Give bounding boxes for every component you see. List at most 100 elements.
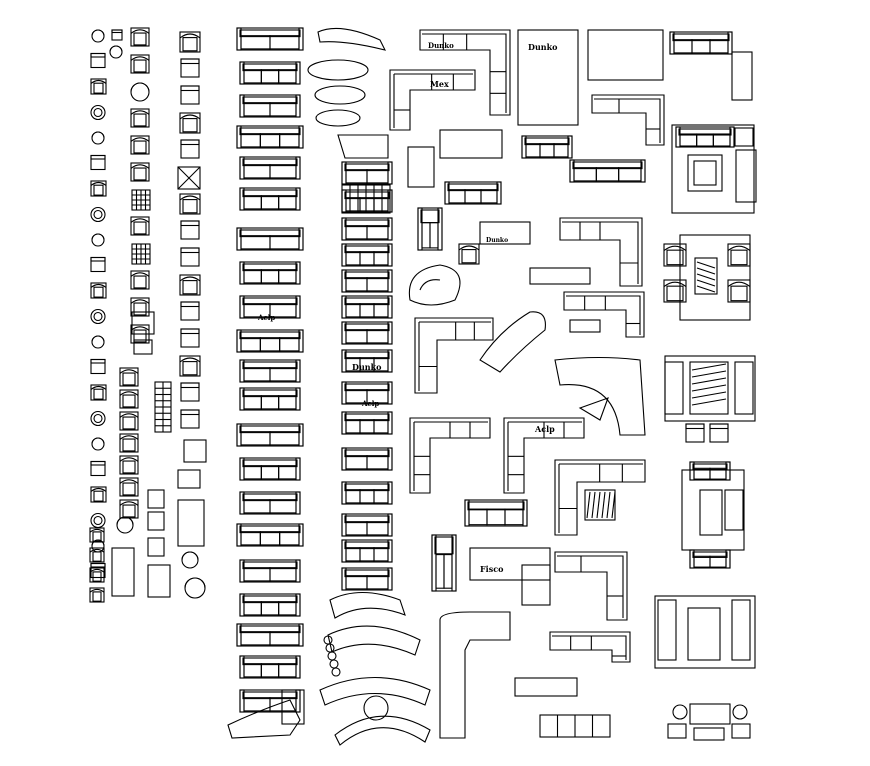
hatch — [691, 370, 727, 378]
sofa-cushion — [240, 337, 261, 352]
block-label: Aclp — [534, 424, 555, 434]
sofa-back — [447, 183, 499, 192]
sofa-cushion — [709, 555, 727, 568]
l-sectional-back — [566, 295, 641, 335]
sofa-block — [341, 513, 393, 537]
sofa-outline — [239, 655, 301, 679]
hatch — [696, 267, 716, 275]
armchair-seat — [666, 249, 684, 266]
chair-block — [685, 423, 705, 443]
armchair-back — [130, 29, 150, 34]
curved-sofa — [334, 715, 431, 746]
sofa-back — [242, 459, 298, 468]
accent-chair — [329, 659, 339, 669]
armchair-outline — [130, 27, 150, 47]
sofa-cushion — [712, 133, 731, 147]
living-set — [679, 234, 751, 321]
sofa-cushion — [345, 277, 368, 292]
chair-seat — [180, 301, 200, 321]
side-table — [183, 439, 207, 463]
armchair-seat — [133, 221, 147, 235]
dining-table — [689, 361, 729, 415]
armchair-seat — [182, 361, 198, 376]
sofa-cushion — [260, 395, 280, 410]
l-sectional — [419, 29, 511, 116]
chair-back — [90, 460, 106, 466]
round-stool-seat — [93, 311, 103, 322]
armchair-outline — [130, 297, 150, 317]
chair-back — [90, 358, 106, 364]
hatch — [691, 384, 727, 392]
chair-seat — [177, 469, 201, 489]
round-chair-block — [91, 29, 105, 43]
sofa-outline — [675, 126, 735, 148]
armchair-outline — [179, 193, 201, 215]
sofa-cushion — [435, 554, 445, 589]
l-sectional — [549, 631, 631, 663]
hatch — [696, 285, 716, 293]
sofa-back — [467, 501, 525, 511]
sofa-block — [239, 295, 301, 319]
armchair-block — [179, 31, 201, 53]
chair-block — [111, 29, 123, 41]
sofa-cushion — [345, 251, 361, 266]
sofa-cushion — [243, 465, 262, 480]
round-chair-block — [91, 437, 105, 451]
sofa-cushion — [260, 269, 280, 284]
sofa-cushion — [243, 69, 262, 84]
round-chair-block — [91, 335, 105, 349]
hatch — [611, 491, 616, 519]
sofa-block — [239, 387, 301, 411]
chair-seat — [111, 29, 123, 41]
armchair-seat — [122, 416, 136, 430]
armchair-outline — [179, 274, 201, 296]
armchair-seat — [92, 531, 102, 542]
block-label: Mex — [430, 79, 449, 89]
armchair-seat — [461, 249, 477, 264]
armchair-outline — [130, 162, 150, 182]
sofa-cushion — [259, 133, 281, 148]
sofa-block — [239, 187, 301, 211]
sofa-cushion — [260, 195, 280, 210]
chair-block — [180, 139, 200, 159]
armchair-block — [130, 270, 150, 290]
sofa-cushion — [260, 601, 280, 616]
chair-back — [180, 139, 200, 146]
hatch — [591, 491, 596, 519]
armchair-seat — [182, 280, 198, 295]
sofa-cushion — [373, 303, 389, 318]
sofa-outline — [341, 295, 393, 319]
armchair-block — [119, 455, 139, 475]
sofa-back — [344, 413, 390, 422]
sofa-outline — [479, 221, 531, 245]
sofa-cushion — [691, 39, 711, 54]
sofa-block — [341, 481, 393, 505]
sofa-cushion — [278, 269, 297, 284]
sofa-outline — [341, 539, 393, 563]
sofa-outline — [521, 135, 573, 159]
sofa-cushion — [243, 269, 262, 284]
sofa-back — [420, 209, 440, 224]
sofa-cushion — [595, 167, 620, 182]
sofa-cushion — [243, 164, 271, 179]
living-set — [654, 595, 756, 669]
hatch — [696, 273, 716, 281]
sofa-cushion — [278, 395, 297, 410]
armchair-block — [130, 162, 150, 182]
sofa-outline — [236, 523, 304, 547]
sofa-cushion — [366, 455, 389, 470]
chair-back — [90, 256, 106, 262]
l-sectional-outline — [389, 69, 476, 131]
armchair-block — [90, 282, 107, 299]
armchair-outline — [663, 279, 687, 303]
sofa-cushion — [373, 419, 389, 434]
chair-seat — [667, 723, 687, 739]
coffee-table — [694, 257, 718, 295]
sofa-back — [242, 63, 298, 72]
armchair-back — [179, 114, 201, 120]
armchair-outline — [179, 112, 201, 134]
coffee-table — [569, 319, 601, 333]
coffee-table-inner — [693, 160, 717, 186]
l-sectional-back — [552, 635, 627, 660]
chair-seat — [90, 154, 106, 171]
